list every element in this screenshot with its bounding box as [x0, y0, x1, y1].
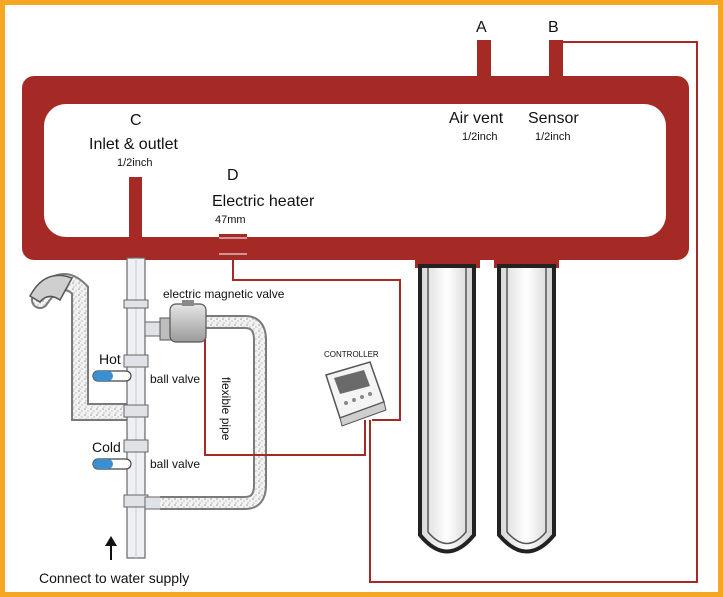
controller-device [325, 361, 387, 427]
vacuum-tube-left [415, 258, 480, 554]
label-c: C [130, 112, 142, 129]
port-a [477, 40, 491, 82]
magnetic-valve [159, 300, 207, 343]
label-ball-valve-hot: ball valve [150, 372, 200, 386]
label-sensor-size: 1/2inch [535, 131, 570, 143]
label-ball-valve-cold: ball valve [150, 457, 200, 471]
vacuum-tube-right [494, 258, 559, 554]
flexible-pipe [160, 315, 267, 510]
inlet-pipe-internal [129, 177, 142, 242]
label-heater-size: 47mm [215, 214, 246, 226]
label-sensor: Sensor [528, 110, 579, 127]
port-b [549, 40, 563, 82]
label-b: B [548, 19, 559, 36]
label-inlet-outlet: Inlet & outlet [89, 136, 179, 153]
cold-ball-valve-handle [92, 458, 132, 470]
label-flexible-pipe: flexible pipe [219, 377, 233, 441]
hot-ball-valve-handle [92, 370, 132, 382]
label-controller: CONTROLLER [324, 350, 379, 359]
label-air-vent: Air vent [449, 110, 504, 127]
label-d: D [227, 167, 239, 184]
label-inlet-outlet-size: 1/2inch [117, 157, 152, 169]
sensor-wire [369, 41, 698, 583]
label-water-supply: Connect to water supply [39, 570, 189, 586]
heater-wire [232, 258, 401, 421]
valve-wire [204, 330, 366, 456]
label-electric-heater: Electric heater [212, 193, 315, 210]
label-cold: Cold [92, 439, 121, 455]
label-a: A [476, 19, 487, 36]
label-air-vent-size: 1/2inch [462, 131, 497, 143]
label-magnetic-valve: electric magnetic valve [163, 287, 285, 301]
label-hot: Hot [99, 351, 121, 367]
tank-interior [44, 104, 666, 237]
water-supply-arrow [105, 536, 117, 560]
